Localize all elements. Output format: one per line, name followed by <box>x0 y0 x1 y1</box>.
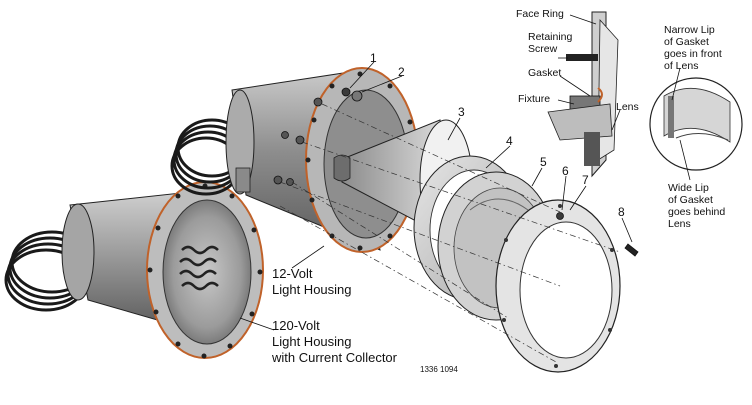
part-number-2: 2 <box>398 65 405 79</box>
label-120v-line1: 120-Volt <box>272 318 320 333</box>
cross-section-detail <box>547 11 619 178</box>
part-number-6: 6 <box>562 164 569 178</box>
part-number-3: 3 <box>458 105 465 119</box>
housing-120v <box>4 181 264 359</box>
face-ring <box>495 199 621 373</box>
label-narrow-lip-1: Narrow Lip <box>664 24 715 36</box>
part-numbers: 1 2 3 4 5 6 7 8 <box>370 51 625 219</box>
label-retaining-screw-1: Retaining <box>528 31 573 43</box>
leader-lines <box>239 14 691 331</box>
label-narrow-lip-4: of Lens <box>664 60 698 72</box>
part-number-7: 7 <box>582 173 589 187</box>
label-12v-line2: Light Housing <box>272 282 352 297</box>
label-retaining-screw-2: Screw <box>528 43 558 55</box>
part-number-1: 1 <box>370 51 377 65</box>
part-number-8: 8 <box>618 205 625 219</box>
label-120v-line2: Light Housing <box>272 334 352 349</box>
label-12v-line1: 12-Volt <box>272 266 313 281</box>
label-wide-lip-3: goes behind <box>668 206 725 218</box>
part-number-5: 5 <box>540 155 547 169</box>
label-face-ring: Face Ring <box>516 8 564 20</box>
label-wide-lip-1: Wide Lip <box>668 182 709 194</box>
label-gasket: Gasket <box>528 67 561 79</box>
label-narrow-lip-3: goes in front <box>664 48 722 60</box>
drawing-code: 1336 1094 <box>420 365 458 374</box>
assembly-axes <box>279 103 621 363</box>
hardware <box>341 87 639 257</box>
label-lens: Lens <box>616 101 639 113</box>
label-fixture: Fixture <box>518 93 550 105</box>
label-narrow-lip-2: of Gasket <box>664 36 709 48</box>
label-120v-line3: with Current Collector <box>271 350 398 365</box>
label-wide-lip-2: of Gasket <box>668 194 713 206</box>
current-collector <box>179 245 219 291</box>
label-wide-lip-4: Lens <box>668 218 691 230</box>
gasket-inset <box>649 77 743 171</box>
part-number-4: 4 <box>506 134 513 148</box>
